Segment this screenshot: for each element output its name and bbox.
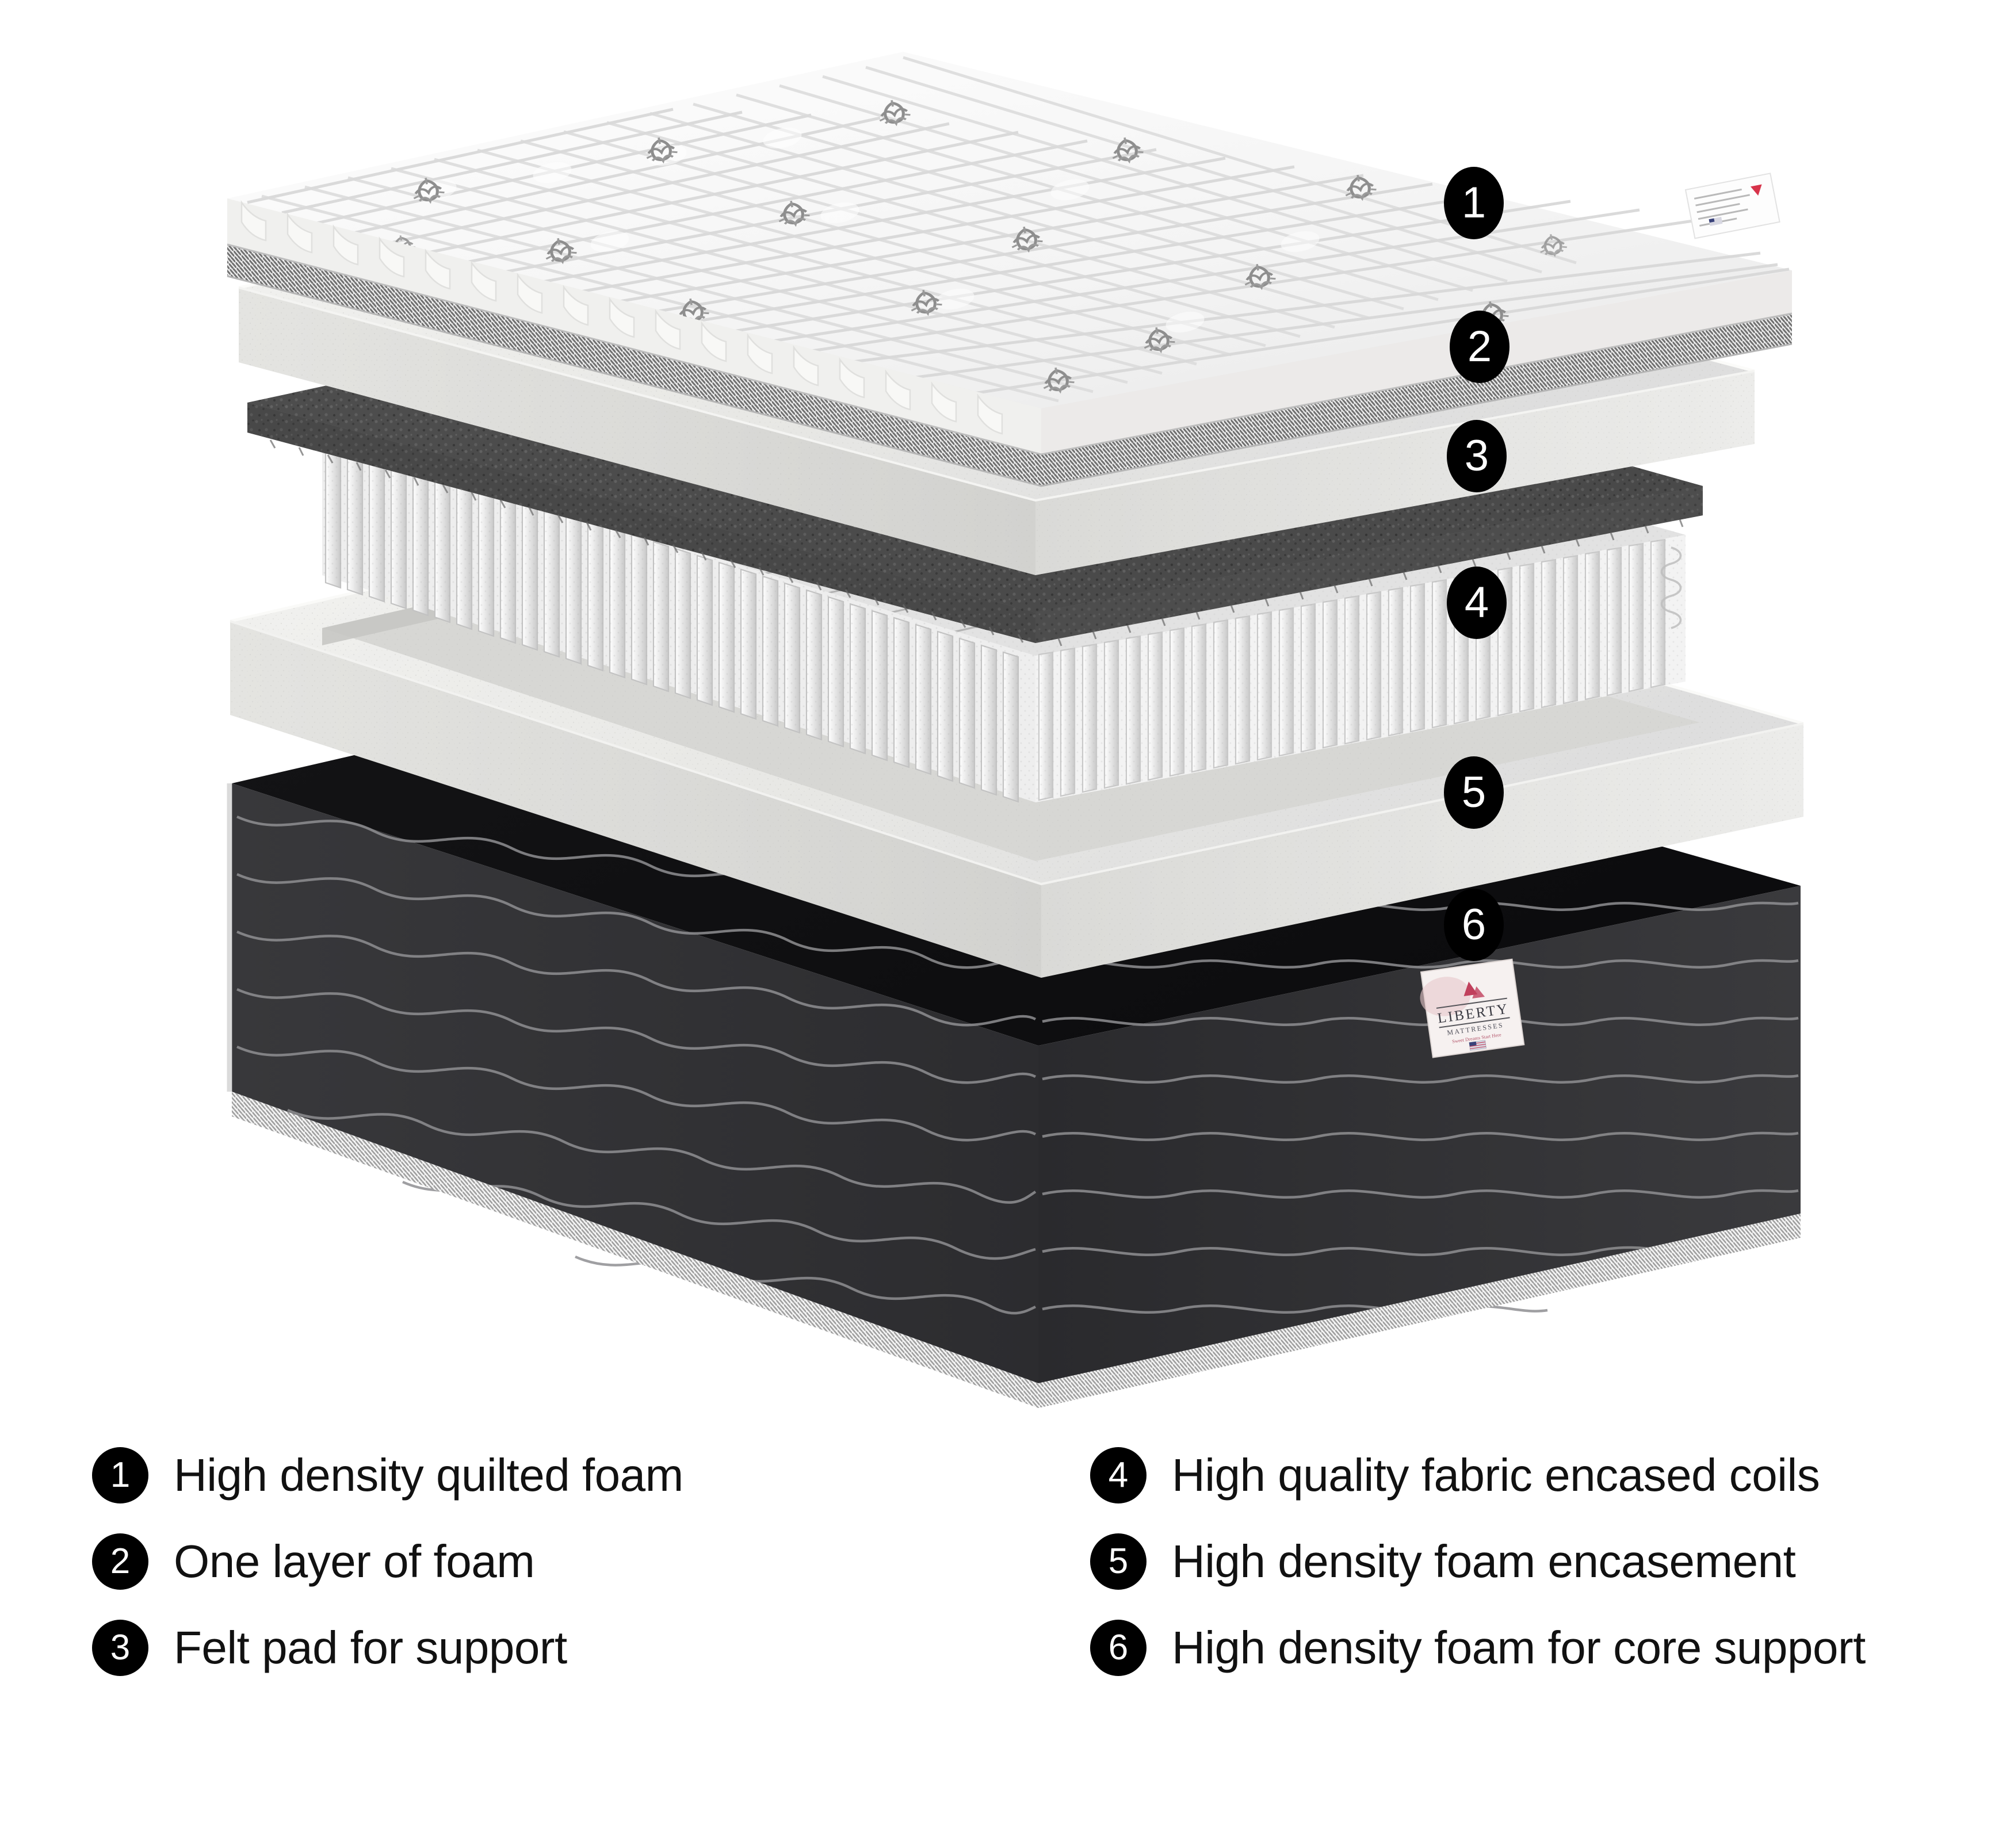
legend-badge-4: 4 bbox=[1090, 1447, 1147, 1503]
legend-label-5: High density foam encasement bbox=[1172, 1536, 1796, 1587]
legend-label-4: High quality fabric encased coils bbox=[1172, 1449, 1820, 1501]
legend-label-3: Felt pad for support bbox=[174, 1622, 567, 1673]
legend-item-5: 5 High density foam encasement bbox=[1090, 1518, 1866, 1605]
legend-item-3: 3 Felt pad for support bbox=[92, 1605, 683, 1691]
legend-item-4: 4 High quality fabric encased coils bbox=[1090, 1432, 1866, 1518]
callout-badge-6: 6 bbox=[1444, 889, 1504, 961]
legend-column-left: 1 High density quilted foam 2 One layer … bbox=[92, 1432, 683, 1691]
legend-badge-2: 2 bbox=[92, 1533, 148, 1590]
care-label bbox=[1684, 173, 1780, 239]
legend-badge-1: 1 bbox=[92, 1447, 148, 1503]
callout-badge-2: 2 bbox=[1450, 311, 1509, 383]
callout-badge-3: 3 bbox=[1447, 420, 1507, 492]
legend: 1 High density quilted foam 2 One layer … bbox=[0, 1432, 2014, 1848]
legend-badge-3: 3 bbox=[92, 1620, 148, 1676]
legend-column-right: 4 High quality fabric encased coils 5 Hi… bbox=[1090, 1432, 1866, 1691]
legend-item-6: 6 High density foam for core support bbox=[1090, 1605, 1866, 1691]
callout-badge-5: 5 bbox=[1444, 756, 1504, 829]
legend-label-6: High density foam for core support bbox=[1172, 1622, 1866, 1673]
legend-badge-5: 5 bbox=[1090, 1533, 1147, 1590]
callout-badge-1: 1 bbox=[1444, 167, 1504, 239]
legend-label-2: One layer of foam bbox=[174, 1536, 535, 1587]
callout-badge-4: 4 bbox=[1447, 567, 1507, 639]
legend-item-1: 1 High density quilted foam bbox=[92, 1432, 683, 1518]
legend-item-2: 2 One layer of foam bbox=[92, 1518, 683, 1605]
mattress-exploded-diagram: LIBERTY MATTRESSES Sweet Dreams Start He… bbox=[227, 52, 1804, 1408]
brand-label: LIBERTY MATTRESSES Sweet Dreams Start He… bbox=[1420, 958, 1525, 1058]
legend-label-1: High density quilted foam bbox=[174, 1449, 683, 1501]
legend-badge-6: 6 bbox=[1090, 1620, 1147, 1676]
layer-quilted-top bbox=[227, 52, 1793, 487]
